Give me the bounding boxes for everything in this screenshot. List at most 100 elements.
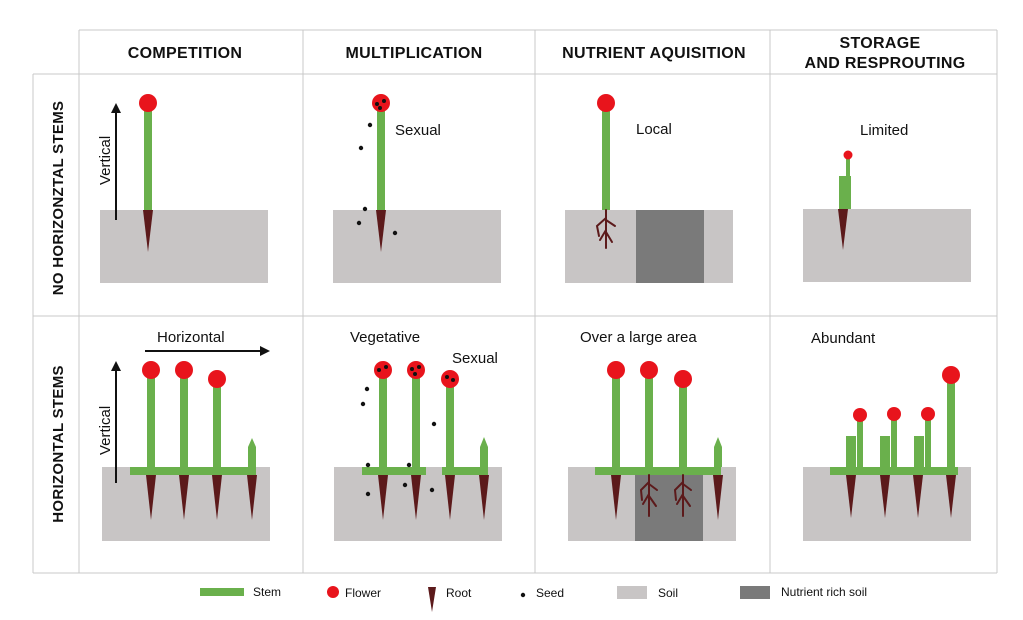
seed [375,102,379,106]
stem [180,372,188,467]
flower [441,370,459,388]
seed [360,401,366,407]
horizontal-stem [362,467,426,475]
stem [679,381,687,467]
root [247,475,257,520]
sexual-label: Sexual [452,350,498,367]
root [445,475,455,520]
seed [362,206,368,212]
seed [365,491,371,497]
seed [406,462,412,468]
large-area-label: Over a large area [580,329,697,346]
seed [356,220,362,226]
seed [382,99,386,103]
flower [407,361,425,379]
seed [392,230,398,236]
flower [843,150,853,160]
soil-blocks [100,209,971,541]
seed [410,367,414,371]
legend-soil-label: Soil [658,586,678,600]
plant-multiplication-bottom [362,361,489,520]
legend-stem-swatch [200,588,244,596]
row-header-horizontal-stems: HORIZONTAL STEMS [50,365,67,523]
sexual-label: Sexual [395,122,441,139]
seed [413,372,417,376]
seed [358,145,364,151]
plant-multiplication-top [372,94,390,252]
abundant-label: Abundant [811,330,876,347]
legend-soil-swatch [617,586,647,599]
flower [942,366,960,384]
column-header-storage: STORAGE [840,35,921,52]
root [846,475,856,518]
legend-flower-label: Flower [345,586,381,600]
flower [674,370,692,388]
root [946,475,956,518]
stem [213,381,221,467]
column-header-nutrient-aquisition: NUTRIENT AQUISITION [562,45,746,62]
seed [365,462,371,468]
legend-rich-soil-label: Nutrient rich soil [781,585,867,599]
root [479,475,489,520]
seed [417,365,421,369]
stem [857,418,863,475]
vertical-label: Vertical [97,136,114,185]
flower [921,407,935,421]
row-header-no-horizontal-stems: NO HORIZONZTAL STEMS [50,101,67,296]
flower [607,361,625,379]
flower [597,94,615,112]
legend-root-swatch [428,587,436,612]
table-grid [32,29,998,574]
plant-competition-top [139,94,157,252]
legend-seed-label: Seed [536,586,564,600]
flower [887,407,901,421]
stem [846,436,856,467]
seed [451,378,455,382]
column-header-competition: COMPETITION [128,45,242,62]
legend-root-label: Root [446,586,472,600]
stem [379,372,387,467]
seed [367,122,373,128]
stem-bud [714,437,722,467]
plant-storage-bottom [830,366,960,518]
root [411,475,421,520]
horizontal-stem [442,467,488,475]
stem [846,158,850,206]
plant-competition-bottom [130,361,257,520]
vegetative-label: Vegetative [350,329,420,346]
seed [402,482,408,488]
horizontal-stem [130,467,256,475]
stem [144,106,152,210]
root [143,210,153,252]
branched-root [595,209,616,249]
flower [142,361,160,379]
seed [445,375,449,379]
flower [175,361,193,379]
column-header-multiplication: MULTIPLICATION [346,45,483,62]
flower [139,94,157,112]
root [713,475,723,520]
stem-bud [480,437,488,467]
legend-flower-swatch [327,586,339,598]
root [913,475,923,518]
stem [947,377,955,467]
branched-root [673,474,692,517]
soil-block [803,209,971,282]
branched-root [639,474,658,517]
soil-block [100,210,268,283]
seed [377,368,381,372]
root [611,475,621,520]
dispersed-seeds [360,386,437,497]
root [376,210,386,252]
seed [384,365,388,369]
column-header-resprouting: AND RESPROUTING [805,55,966,72]
soil-block [333,210,501,283]
legend: Stem Flower Root Seed Soil Nutrient rich… [200,585,867,612]
flower [372,94,390,112]
seed [429,487,435,493]
stem [602,106,610,210]
root [838,209,848,250]
horizontal-stem [595,467,721,475]
flower [853,408,867,422]
